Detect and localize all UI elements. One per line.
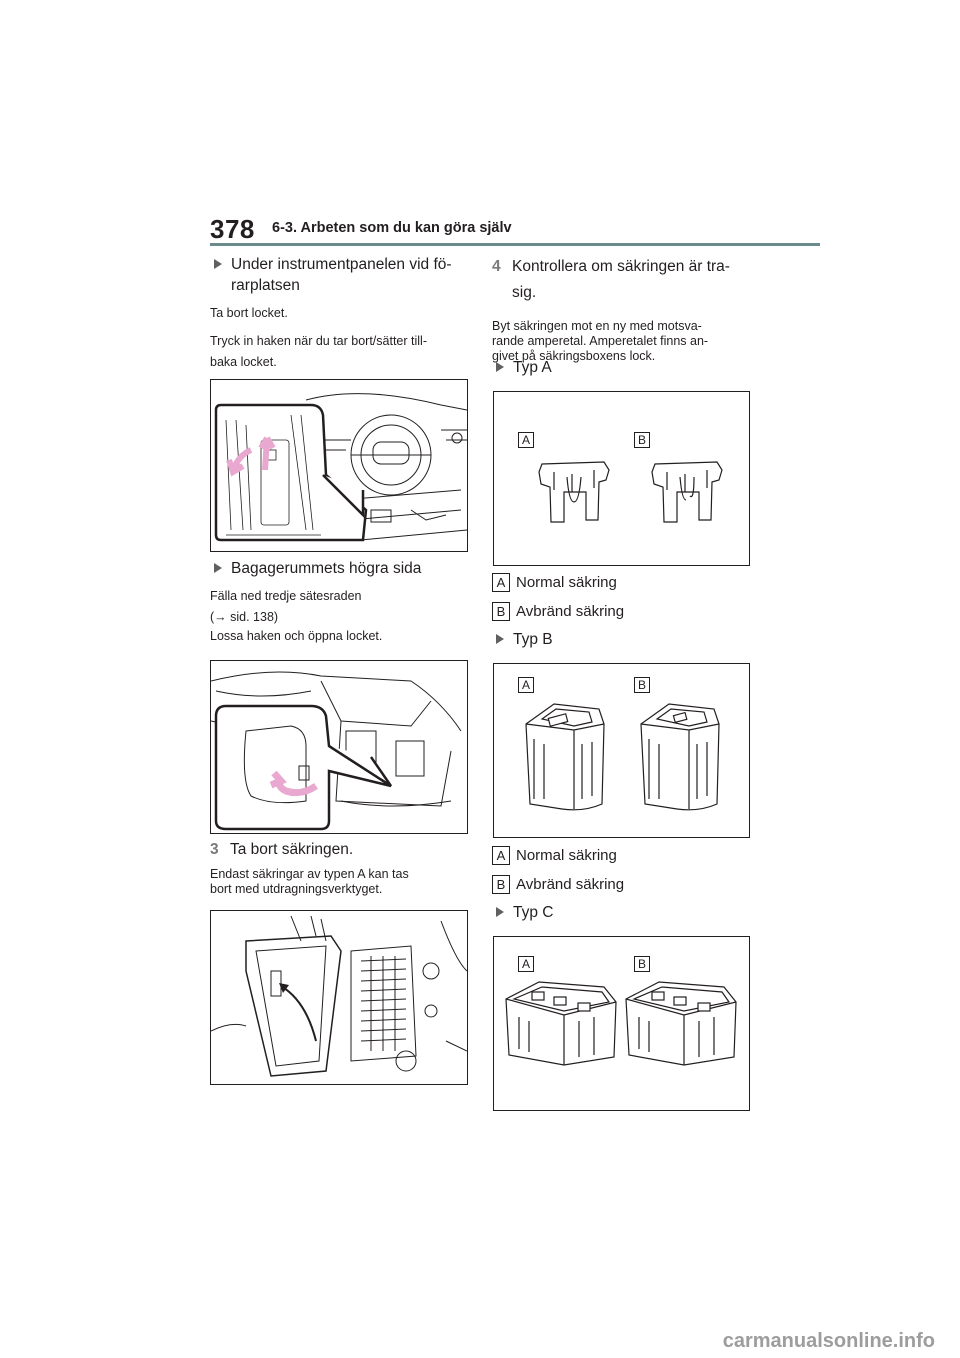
- triangle-bullet-icon: [496, 907, 504, 917]
- header-rule: [210, 243, 820, 246]
- figure-type-b: A B: [493, 663, 750, 838]
- section-luggage: Bagagerummets högra sida: [210, 558, 470, 579]
- triangle-bullet-icon: [496, 634, 504, 644]
- type-b-heading: Typ B: [492, 629, 553, 650]
- step-3: 3 Ta bort säkringen.: [210, 839, 470, 861]
- page-reference: (→ sid. 138): [210, 610, 279, 624]
- step-heading: 4 Kontrollera om säkringen är tra- sig.: [492, 254, 762, 306]
- heading-line: Under instrumentpanelen vid fö-: [231, 256, 452, 273]
- step-title: Ta bort säkringen.: [230, 841, 354, 858]
- figure-type-c: A B: [493, 936, 750, 1111]
- triangle-bullet-icon: [496, 362, 504, 372]
- paragraph: Lossa haken och öppna locket.: [210, 629, 383, 643]
- arrow-icon: [269, 770, 318, 797]
- figure-luggage: [210, 660, 468, 834]
- heading-line: rarplatsen: [231, 277, 300, 294]
- legend-blown: B Avbränd säkring: [492, 602, 624, 621]
- label-b: B: [634, 677, 650, 693]
- label-a: A: [518, 956, 534, 972]
- legend-label-b: B: [492, 602, 510, 621]
- section-heading: Under instrumentpanelen vid fö- rarplats…: [210, 254, 470, 296]
- watermark: carmanualsonline.info: [722, 1330, 935, 1352]
- section-dashboard: Under instrumentpanelen vid fö- rarplats…: [210, 254, 470, 296]
- figure-type-a: A B: [493, 391, 750, 566]
- label-a: A: [518, 432, 534, 448]
- paragraph: Fälla ned tredje sätesraden(→ sid. 138): [210, 589, 362, 624]
- section-heading: Bagagerummets högra sida: [210, 558, 470, 579]
- step-4: 4 Kontrollera om säkringen är tra- sig.: [492, 254, 762, 306]
- figure-dashboard: [210, 379, 468, 552]
- blade-fuses-illustration: [538, 461, 723, 523]
- legend-normal: A Normal säkring: [492, 573, 617, 592]
- step-title: Kontrollera om säkringen är tra-: [512, 258, 730, 275]
- legend-label-a: A: [492, 573, 510, 592]
- legend-blown: B Avbränd säkring: [492, 875, 624, 894]
- step-heading: 3 Ta bort säkringen.: [210, 839, 470, 861]
- page-number: 378: [210, 214, 255, 244]
- type-a-heading: Typ A: [492, 357, 552, 378]
- legend-label-a: A: [492, 846, 510, 865]
- triangle-bullet-icon: [214, 259, 222, 269]
- triangle-bullet-icon: [214, 563, 222, 573]
- dashboard-illustration: [214, 393, 467, 542]
- arrow-icon: [258, 436, 276, 471]
- step-number: 3: [210, 841, 219, 858]
- fusebox-illustration: [211, 915, 467, 1077]
- luggage-illustration: [211, 671, 462, 831]
- step-number: 4: [492, 258, 501, 275]
- cartridge-fuses-illustration: [525, 703, 720, 811]
- figure-fusebox: [210, 910, 468, 1085]
- paragraph: Byt säkringen mot en ny med motsva-rande…: [492, 319, 709, 363]
- label-a: A: [518, 677, 534, 693]
- paragraph: Tryck in haken när du tar bort/sätter ti…: [210, 334, 427, 369]
- label-b: B: [634, 432, 650, 448]
- legend-normal: A Normal säkring: [492, 846, 617, 865]
- type-c-heading: Typ C: [492, 902, 553, 923]
- label-b: B: [634, 956, 650, 972]
- paragraph: Ta bort locket.: [210, 306, 288, 320]
- chapter-title: 6-3. Arbeten som du kan göra själv: [272, 220, 512, 236]
- step-title: sig.: [512, 284, 537, 301]
- cartridge-fuses-c-illustration: [505, 981, 737, 1066]
- heading-line: Bagagerummets högra sida: [231, 560, 422, 577]
- legend-label-b: B: [492, 875, 510, 894]
